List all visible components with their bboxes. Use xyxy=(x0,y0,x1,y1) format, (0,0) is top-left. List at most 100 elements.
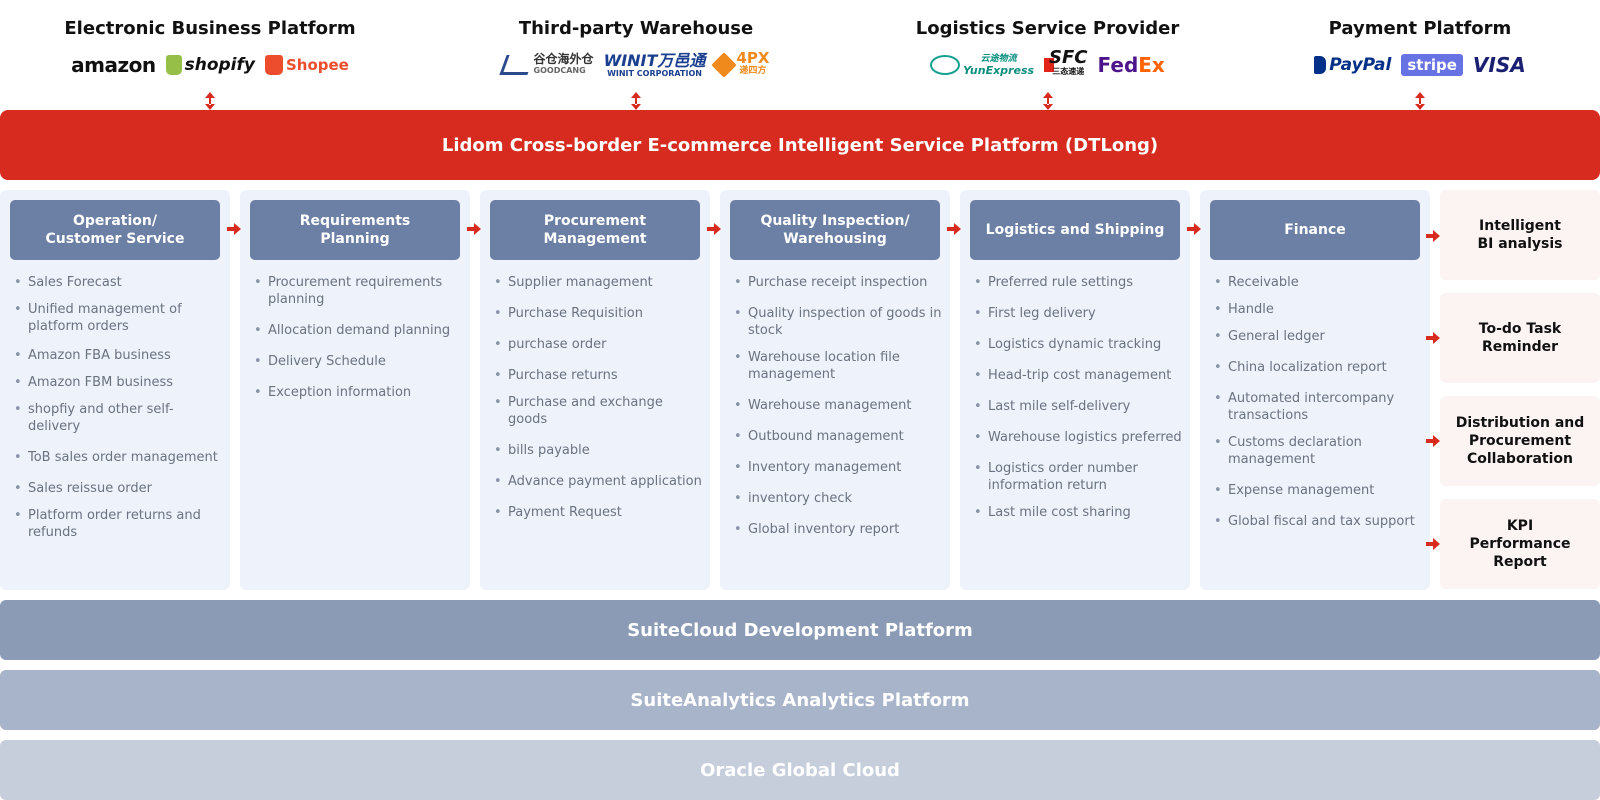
right-arrow-icon xyxy=(1426,435,1440,447)
module-item: Purchase and exchange goods xyxy=(494,394,704,428)
yunexpress-logo: 云途物流 YunExpress xyxy=(930,52,1034,78)
module-item: Quality inspection of goods in stock xyxy=(734,305,944,339)
shopee-logo: Shopee xyxy=(264,52,349,78)
module-requirements-planning: Requirements Planning Procurement requir… xyxy=(240,190,470,590)
module-item: Receivable xyxy=(1214,274,1424,291)
module-item: Advance payment application xyxy=(494,473,704,490)
right-arrow-icon xyxy=(1426,332,1440,344)
bidirectional-arrow-icon xyxy=(631,92,641,110)
module-item: Amazon FBA business xyxy=(14,347,224,364)
module-item-list: Sales Forecast Unified management of pla… xyxy=(14,274,224,553)
module-item-list: Procurement requirements planning Alloca… xyxy=(254,274,464,413)
module-item: Logistics dynamic tracking xyxy=(974,336,1184,353)
module-header: Finance xyxy=(1210,200,1420,260)
module-item: Purchase returns xyxy=(494,367,704,384)
module-item: Amazon FBM business xyxy=(14,374,224,391)
partner-title: Third-party Warehouse xyxy=(518,18,754,39)
4px-logo: 4PX 递四方 xyxy=(711,51,769,78)
module-item-list: Receivable Handle General ledger China l… xyxy=(1214,274,1424,542)
amazon-logo: amazon xyxy=(71,53,156,77)
right-arrow-icon xyxy=(707,223,721,235)
logo-row: 谷仓海外仓 GOODCANG WINIT万邑通 WINIT CORPORATIO… xyxy=(476,50,796,78)
right-arrow-icon xyxy=(227,223,241,235)
module-item: Exception information xyxy=(254,384,464,401)
module-item: China localization report xyxy=(1214,359,1424,376)
module-item: Warehouse location file management xyxy=(734,349,944,383)
report-bi-analysis: Intelligent BI analysis xyxy=(1440,190,1600,280)
sfc-logo: SFC 三态速递 xyxy=(1044,49,1088,78)
module-item-list: Supplier management Purchase Requisition… xyxy=(494,274,704,533)
module-item-list: Purchase receipt inspection Quality insp… xyxy=(734,274,944,550)
partner-group-ecommerce: Electronic Business Platform amazon shop… xyxy=(60,0,360,112)
module-item: Preferred rule settings xyxy=(974,274,1184,291)
module-item-list: Preferred rule settings First leg delive… xyxy=(974,274,1184,533)
logo-row: PayPal stripe VISA xyxy=(1290,52,1550,78)
module-item: Last mile cost sharing xyxy=(974,504,1184,521)
banner-label: Lidom Cross-border E-commerce Intelligen… xyxy=(441,134,1159,156)
module-item: Sales Forecast xyxy=(14,274,224,291)
module-item: Inventory management xyxy=(734,459,944,476)
suitecloud-bar: SuiteCloud Development Platform xyxy=(0,600,1600,660)
module-header: Operation/ Customer Service xyxy=(10,200,220,260)
report-todo-reminder: To-do Task Reminder xyxy=(1440,293,1600,383)
module-header: Quality Inspection/ Warehousing xyxy=(730,200,940,260)
yunexpress-mark-icon xyxy=(930,55,961,75)
module-item: shopfiy and other self-delivery xyxy=(14,401,224,435)
module-logistics-shipping: Logistics and Shipping Preferred rule se… xyxy=(960,190,1190,590)
module-item: Platform order returns and refunds xyxy=(14,507,224,541)
module-header: Logistics and Shipping xyxy=(970,200,1180,260)
stripe-logo: stripe xyxy=(1401,54,1463,76)
paypal-mark-icon xyxy=(1314,56,1327,74)
module-quality-inspection-warehousing: Quality Inspection/ Warehousing Purchase… xyxy=(720,190,950,590)
module-item: ToB sales order management xyxy=(14,449,224,466)
module-item: Warehouse management xyxy=(734,397,944,414)
right-arrow-icon xyxy=(1426,538,1440,550)
partner-title: Logistics Service Provider xyxy=(915,18,1180,39)
shopee-bag-icon xyxy=(264,55,283,75)
module-item: Delivery Schedule xyxy=(254,353,464,370)
module-item: bills payable xyxy=(494,442,704,459)
partner-title: Electronic Business Platform xyxy=(64,18,356,39)
module-item: purchase order xyxy=(494,336,704,353)
shopify-bag-icon xyxy=(165,55,182,75)
oracle-cloud-label: Oracle Global Cloud xyxy=(700,759,900,781)
module-item: First leg delivery xyxy=(974,305,1184,322)
module-item: Purchase Requisition xyxy=(494,305,704,322)
module-item: Payment Request xyxy=(494,504,704,521)
logo-row: amazon shopify Shopee xyxy=(60,52,360,78)
module-item: Automated intercompany transactions xyxy=(1214,390,1424,424)
report-kpi-performance: KPI Performance Report xyxy=(1440,499,1600,589)
module-item: Expense management xyxy=(1214,482,1424,499)
module-operation-customer-service: Operation/ Customer Service Sales Foreca… xyxy=(0,190,230,590)
module-item: Sales reissue order xyxy=(14,480,224,497)
module-item: Last mile self-delivery xyxy=(974,398,1184,415)
suiteanalytics-label: SuiteAnalytics Analytics Platform xyxy=(630,689,970,711)
right-arrow-icon xyxy=(1187,223,1201,235)
right-arrow-icon xyxy=(947,223,961,235)
winit-logo: WINIT万邑通 WINIT CORPORATION xyxy=(603,50,706,78)
module-item: Allocation demand planning xyxy=(254,322,464,339)
visa-logo: VISA xyxy=(1472,53,1526,77)
module-item: Handle xyxy=(1214,301,1424,318)
suitecloud-label: SuiteCloud Development Platform xyxy=(627,619,973,641)
fedex-logo: FedEx xyxy=(1097,53,1165,77)
module-item: Global inventory report xyxy=(734,521,944,538)
goodcang-mark-icon xyxy=(498,55,535,75)
logo-row: 云途物流 YunExpress SFC 三态速递 FedEx xyxy=(900,49,1195,78)
sfc-mark-icon xyxy=(1044,58,1055,72)
partner-group-payment: Payment Platform PayPal stripe VISA xyxy=(1290,0,1550,112)
module-item: Purchase receipt inspection xyxy=(734,274,944,291)
module-item: General ledger xyxy=(1214,328,1424,345)
report-distribution-collaboration: Distribution and Procurement Collaborati… xyxy=(1440,396,1600,486)
module-item: Unified management of platform orders xyxy=(14,301,224,335)
partner-group-logistics: Logistics Service Provider 云途物流 YunExpre… xyxy=(900,0,1195,112)
module-finance: Finance Receivable Handle General ledger… xyxy=(1200,190,1430,590)
platform-banner: Lidom Cross-border E-commerce Intelligen… xyxy=(0,110,1600,180)
module-item: Global fiscal and tax support xyxy=(1214,513,1424,530)
paypal-logo: PayPal xyxy=(1314,52,1391,78)
right-arrow-icon xyxy=(467,223,481,235)
partner-group-warehouse: Third-party Warehouse 谷仓海外仓 GOODCANG WIN… xyxy=(476,0,796,112)
suiteanalytics-bar: SuiteAnalytics Analytics Platform xyxy=(0,670,1600,730)
bidirectional-arrow-icon xyxy=(205,92,215,110)
module-item: Logistics order number information retur… xyxy=(974,460,1184,494)
